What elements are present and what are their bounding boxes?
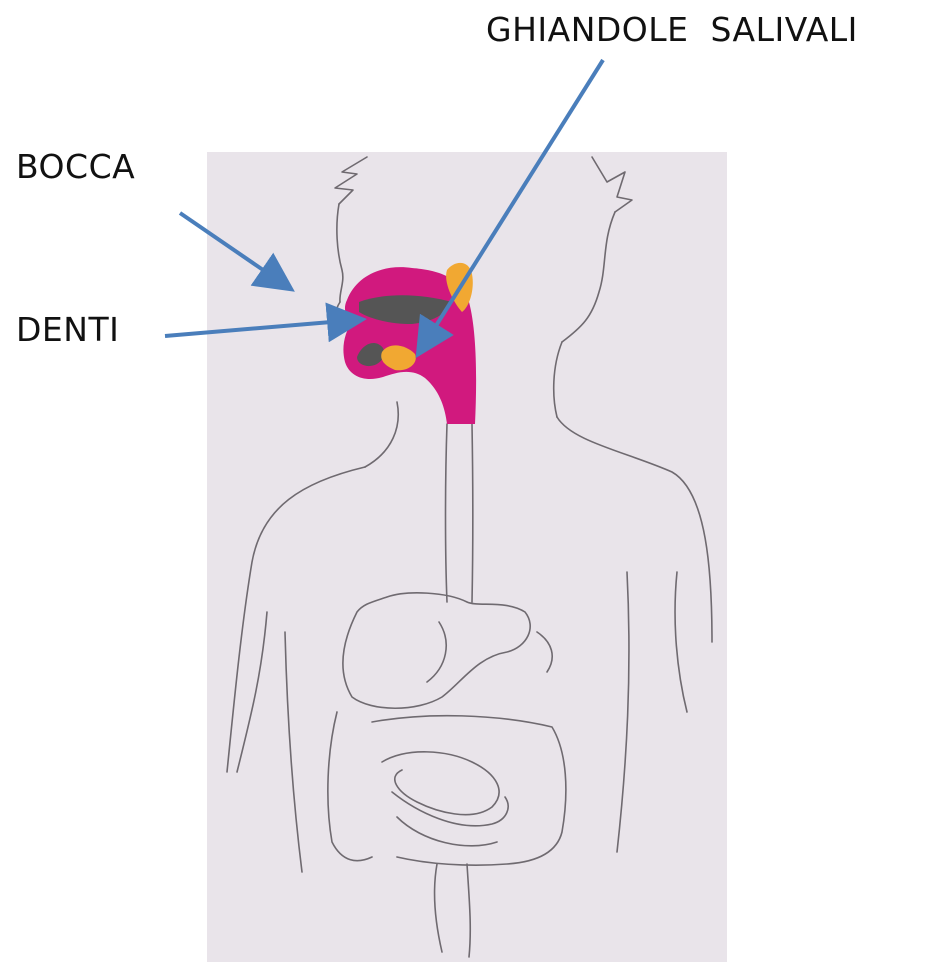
drawing-svg [207, 152, 727, 962]
label-teeth: DENTI [16, 310, 119, 349]
esophagus-right [472, 424, 473, 602]
label-mouth: BOCCA [16, 147, 135, 186]
digestive-system-drawing [207, 152, 727, 962]
label-salivary-glands: GHIANDOLE SALIVALI [486, 10, 858, 49]
